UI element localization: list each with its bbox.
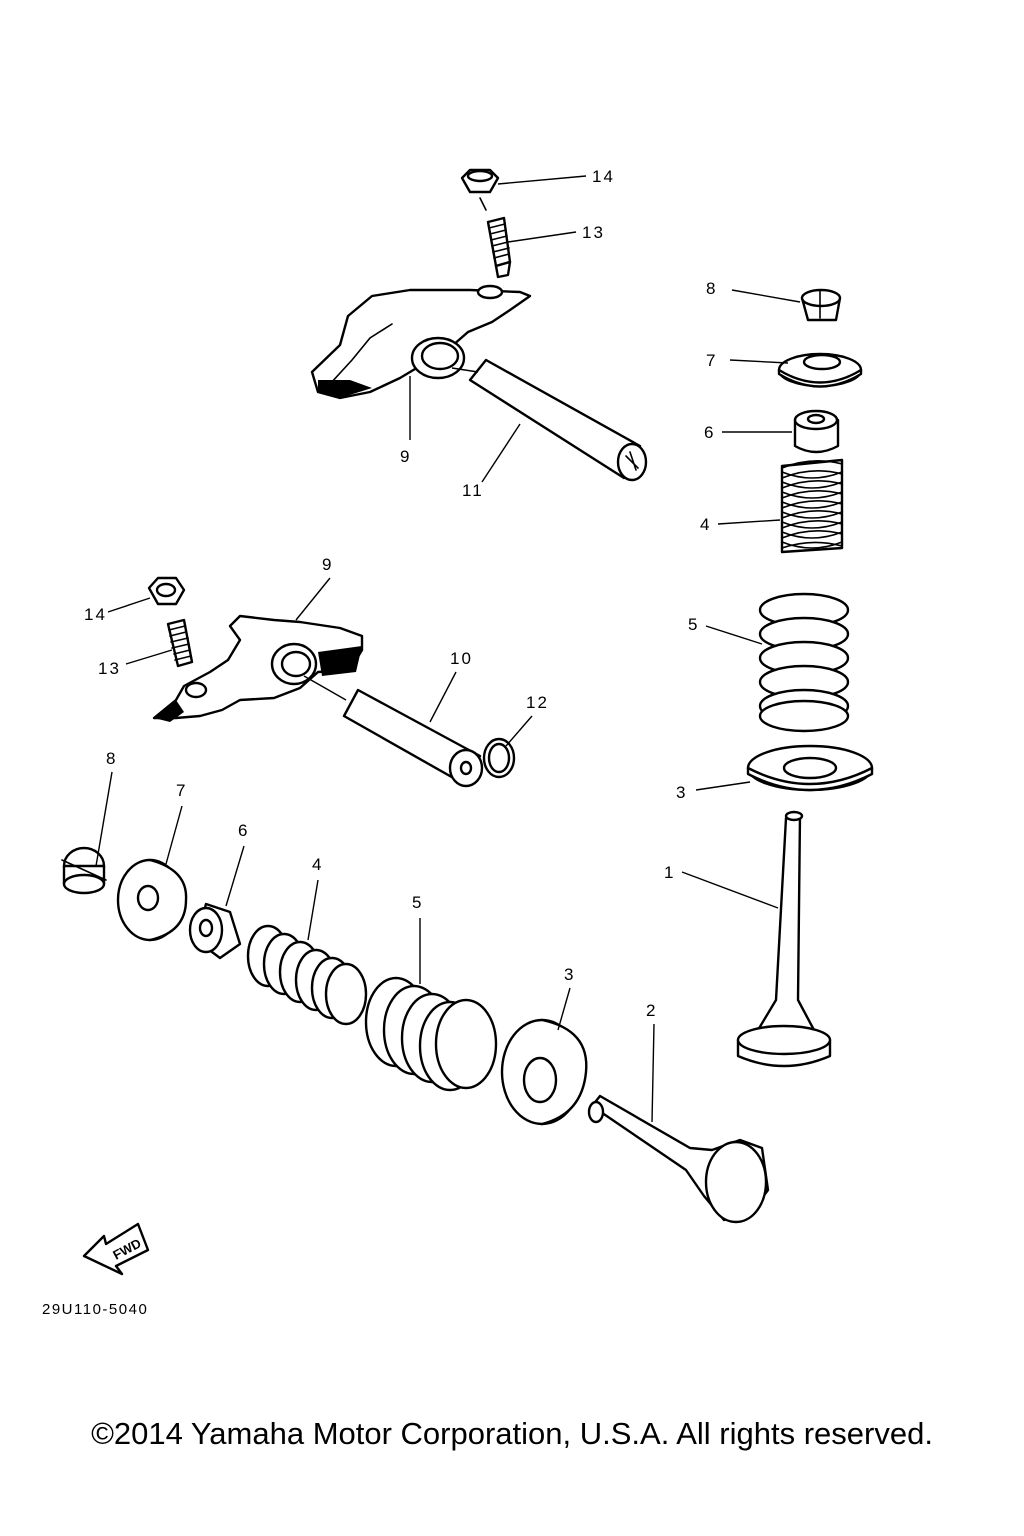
callout-valve-upper: 1 xyxy=(664,863,675,882)
callout-o-ring: 12 xyxy=(526,693,549,712)
callout-spring-seat-lower: 3 xyxy=(564,965,575,984)
callout-stem-seal-right: 6 xyxy=(704,423,715,442)
forward-arrow-icon: FWD xyxy=(82,1222,150,1276)
leader-lines xyxy=(95,175,801,1123)
callout-shaft-upper: 11 xyxy=(462,481,484,500)
callout-cotter-right: 8 xyxy=(706,279,717,298)
callout-stem-seal-lower: 6 xyxy=(238,821,249,840)
spring-seat-right xyxy=(746,744,874,792)
outer-spring-right xyxy=(758,592,850,733)
rocker-arm-lower xyxy=(152,614,364,722)
callout-inner-spring-lower: 4 xyxy=(312,855,323,874)
callout-valve-lower: 2 xyxy=(646,1001,657,1020)
inner-spring-right xyxy=(780,458,844,554)
exploded-parts-diagram: FWD 14 13 9 11 8 7 6 4 5 xyxy=(42,167,874,1318)
copyright-notice: ©2014 Yamaha Motor Corporation, U.S.A. A… xyxy=(91,1416,933,1451)
stem-seal-right xyxy=(793,409,840,454)
callout-inner-spring-right: 4 xyxy=(700,515,711,534)
stem-seal-lower xyxy=(188,902,242,960)
locknut-lower xyxy=(147,576,186,606)
callout-cotter-lower: 8 xyxy=(106,749,117,768)
locknut-upper xyxy=(460,168,500,211)
spring-retainer-right xyxy=(777,352,863,388)
drawing-code: 29U110-5040 xyxy=(42,1301,148,1318)
callout-rocker-arm-lower: 9 xyxy=(322,555,333,574)
callout-spring-seat-right: 3 xyxy=(676,783,687,802)
callout-outer-spring-lower: 5 xyxy=(412,893,423,912)
adjuster-screw-lower xyxy=(166,618,194,668)
callout-locknut-lower: 14 xyxy=(84,605,107,624)
rocker-shaft-lower xyxy=(303,675,484,788)
o-ring xyxy=(482,737,516,779)
outer-spring-lower xyxy=(364,976,498,1092)
spring-retainer-lower xyxy=(116,858,188,942)
adjuster-screw-upper xyxy=(486,216,512,279)
spring-seat-lower xyxy=(500,1018,588,1126)
callout-outer-spring-right: 5 xyxy=(688,615,699,634)
rocker-arm-upper xyxy=(310,284,532,400)
callout-rocker-arm-upper: 9 xyxy=(400,447,411,466)
callout-adjuster-upper: 13 xyxy=(582,223,605,242)
callout-adjuster-lower: 13 xyxy=(98,659,121,678)
inner-spring-lower xyxy=(246,924,368,1026)
rocker-shaft-upper xyxy=(451,358,648,482)
callout-shaft-lower: 10 xyxy=(450,649,473,668)
callout-locknut-upper: 14 xyxy=(592,167,615,186)
callout-retainer-right: 7 xyxy=(706,351,717,370)
valve-upper xyxy=(736,810,832,1068)
valve-cotter-lower xyxy=(61,846,107,895)
callout-retainer-lower: 7 xyxy=(176,781,187,800)
valve-lower xyxy=(587,1094,770,1224)
valve-cotter-right xyxy=(800,288,842,322)
callout-numbers: 14 13 9 11 8 7 6 4 5 3 1 9 14 13 10 12 8… xyxy=(84,167,717,1020)
